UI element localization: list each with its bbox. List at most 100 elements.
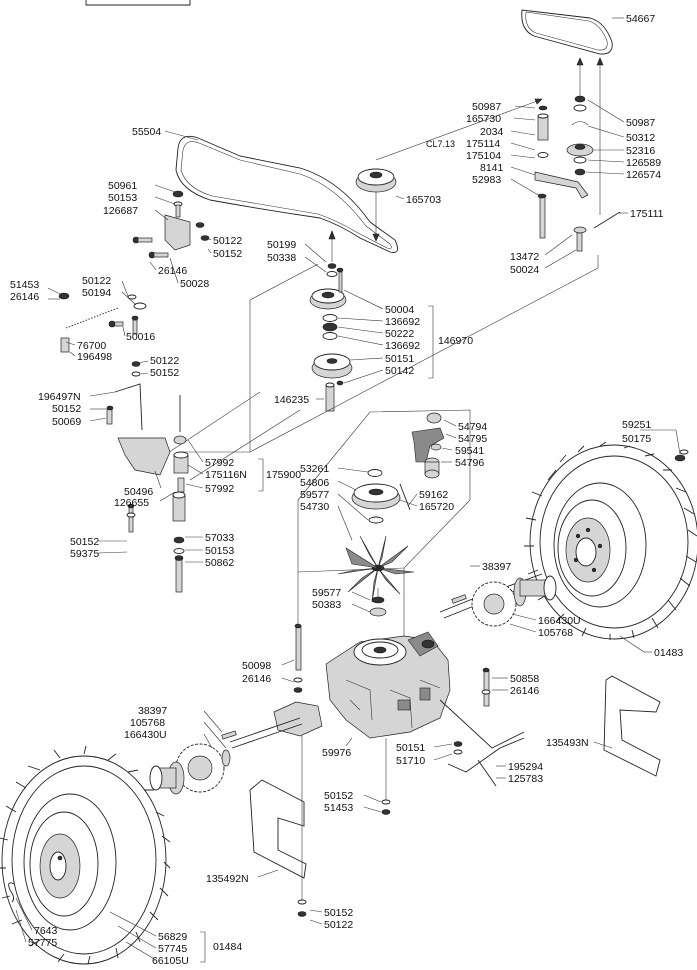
label-13472: 13472: [510, 251, 539, 263]
label-196498: 196498: [77, 351, 112, 363]
label-38397-right: 38397: [482, 561, 511, 573]
label-50152-bottom: 50152: [324, 907, 353, 919]
label-50004: 50004: [385, 304, 414, 316]
label-126574: 126574: [626, 169, 661, 181]
label-50496: 50496: [124, 486, 153, 498]
page-frame: [85, 0, 191, 6]
label-cl713: CL7.13: [426, 139, 455, 149]
label-126687: 126687: [103, 205, 138, 217]
label-135492n: 135492N: [206, 873, 249, 885]
label-50153-lower: 50153: [205, 545, 234, 557]
label-51453-center: 51453: [324, 802, 353, 814]
label-55504: 55504: [132, 126, 161, 138]
lower-fasteners: [381, 738, 391, 815]
label-50987-left: 50987: [472, 101, 501, 113]
label-50016: 50016: [126, 331, 155, 343]
label-51453-top: 51453: [10, 279, 39, 291]
label-54796: 54796: [455, 457, 484, 469]
label-50151-top: 50151: [385, 353, 414, 365]
left-wheel-01484: [0, 745, 171, 965]
label-175116n: 175116N: [205, 469, 247, 481]
label-50152-left: 50152: [52, 403, 81, 415]
label-50069: 50069: [52, 416, 81, 428]
label-175114: 175114: [466, 138, 500, 150]
label-146970: 146970: [438, 335, 473, 347]
label-165730: 165730: [466, 113, 501, 125]
shield-135493n: [603, 675, 661, 777]
label-50194: 50194: [82, 287, 111, 299]
label-57033: 57033: [205, 532, 234, 544]
label-51710: 51710: [396, 755, 425, 767]
right-wheel-01483: [524, 441, 697, 640]
label-126655: 126655: [114, 497, 149, 509]
label-175111: 175111: [630, 208, 664, 220]
label-50142: 50142: [385, 365, 414, 377]
shift-rods: [439, 699, 525, 787]
label-195294: 195294: [508, 761, 543, 773]
label-59375: 59375: [70, 548, 99, 560]
label-26146-right: 26146: [510, 685, 539, 697]
label-50175: 50175: [622, 433, 651, 445]
label-59251: 59251: [622, 419, 651, 431]
label-105768-left: 105768: [130, 717, 165, 729]
label-50153-top: 50153: [108, 192, 137, 204]
label-50151-lower: 50151: [396, 742, 425, 754]
label-38397-left: 38397: [138, 705, 167, 717]
label-50383: 50383: [312, 599, 341, 611]
label-105768-right: 105768: [538, 627, 573, 639]
label-66105u: 66105U: [152, 955, 189, 967]
label-135493n: 135493N: [546, 737, 589, 749]
label-26146-mid: 26146: [242, 673, 271, 685]
label-175900: 175900: [266, 469, 301, 481]
label-126589: 126589: [626, 157, 661, 169]
label-2034: 2034: [480, 126, 504, 138]
label-50152-center: 50152: [324, 790, 353, 802]
label-59976: 59976: [322, 747, 351, 759]
idler-arm-assembly: [534, 95, 621, 252]
label-50222: 50222: [385, 328, 414, 340]
fan-pulley-assembly: [337, 412, 445, 617]
left-sprocket-hub: [149, 730, 237, 795]
label-136692-a: 136692: [385, 316, 420, 328]
clutch-pulley-stack: [309, 263, 353, 412]
v-belt-54667: [521, 9, 613, 55]
label-146235: 146235: [274, 394, 309, 406]
label-196497n: 196497N: [38, 391, 81, 403]
label-8141: 8141: [480, 162, 504, 174]
drive-belt-55504: [175, 135, 399, 253]
cooling-fan-54730: [337, 535, 415, 603]
label-50122-top: 50122: [213, 235, 242, 247]
label-50122-bottom: 50122: [324, 919, 353, 931]
label-57745: 57745: [158, 943, 187, 955]
label-59577-b: 59577: [312, 587, 341, 599]
label-54730: 54730: [300, 501, 329, 513]
label-50312: 50312: [626, 132, 655, 144]
right-sprocket-hub: [439, 573, 557, 627]
label-50961: 50961: [108, 180, 137, 192]
shield-135492n: [249, 779, 307, 879]
label-50122-mid: 50122: [150, 355, 179, 367]
label-26146-top: 26146: [158, 265, 187, 277]
label-50199: 50199: [267, 239, 296, 251]
label-56829: 56829: [158, 931, 187, 943]
spring-76700: [58, 292, 147, 353]
label-50152-top: 50152: [213, 248, 242, 260]
label-52983: 52983: [472, 174, 501, 186]
label-54667: 54667: [626, 13, 655, 25]
transmission-59976: [229, 631, 451, 749]
label-50987-right: 50987: [626, 117, 655, 129]
label-50152-lower: 50152: [70, 536, 99, 548]
label-52316: 52316: [626, 145, 655, 157]
label-53261: 53261: [300, 463, 329, 475]
label-166430u-left: 166430U: [124, 729, 167, 741]
label-7643: 7643: [34, 925, 58, 937]
label-57992-b: 57992: [205, 483, 234, 495]
label-166430u-right: 166430U: [538, 615, 581, 627]
label-59541: 59541: [455, 445, 484, 457]
stud-assembly-50862: [173, 536, 185, 593]
label-01483: 01483: [654, 647, 683, 659]
label-165703: 165703: [406, 194, 441, 206]
label-50862: 50862: [205, 557, 234, 569]
bracket-126687: [132, 190, 210, 259]
label-50152-mid: 50152: [150, 367, 179, 379]
